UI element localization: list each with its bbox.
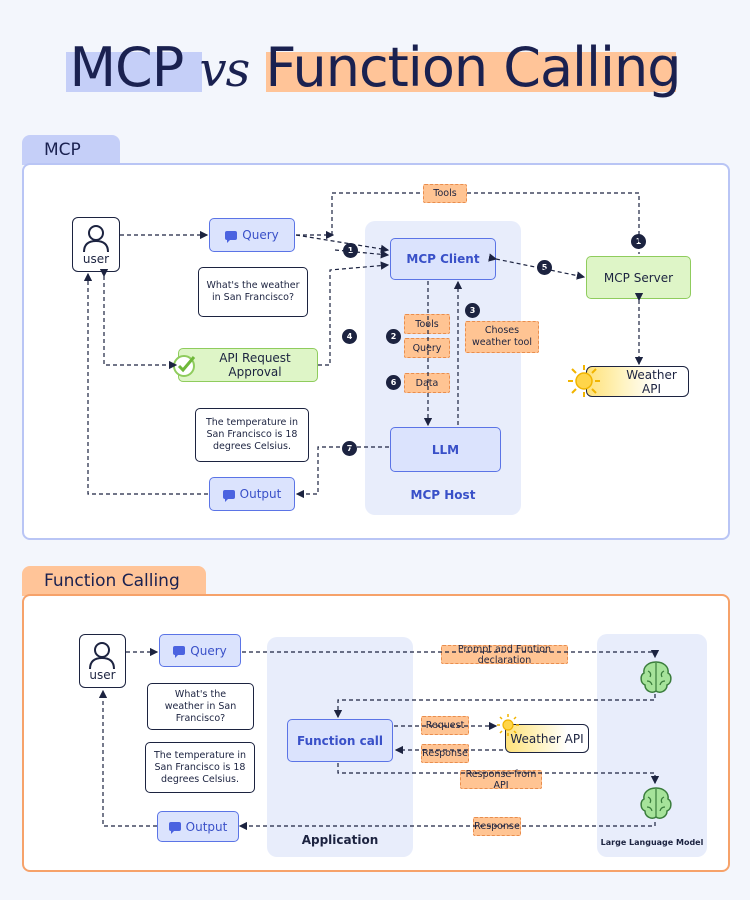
step-1-right: 1 [631, 234, 646, 249]
chat-icon [225, 230, 238, 243]
mcp-host-label: MCP Host [410, 488, 476, 502]
choses-weather-tool-tag: Choses weather tool [465, 321, 539, 353]
brain-icon-top [640, 661, 672, 693]
title-highlight-fc [266, 52, 676, 92]
function-call-box: Function call [287, 719, 393, 762]
fc-query-label: Query [190, 643, 227, 658]
sun-icon [568, 365, 600, 397]
prompt-declaration-tag: Prompt and Funtion declaration [441, 644, 568, 666]
mcp-query-label: Query [242, 228, 279, 242]
fc-answer-bubble: The temperature in San Francisco is 18 d… [145, 742, 255, 793]
step-5: 5 [537, 260, 552, 275]
mcp-tab: MCP [22, 135, 120, 165]
chat-icon [222, 489, 235, 502]
mcp-client-box: MCP Client [390, 238, 496, 280]
chat-icon [168, 822, 181, 834]
fc-weather-api-box: Weather API [505, 724, 589, 753]
check-badge-icon [173, 355, 196, 377]
step-4: 4 [342, 329, 357, 344]
llm-area-label: Large Language Model [600, 838, 704, 847]
mcp-answer-bubble: The temperature in San Francisco is 18 d… [195, 408, 309, 462]
fc-query-bubble: What's the weather in San Francisco? [147, 683, 254, 730]
tools-top-tag: Tools [423, 184, 467, 203]
title-highlight-mcp [66, 52, 202, 92]
data-tag: Data [404, 373, 450, 393]
chat-icon [173, 646, 186, 658]
response-from-api-tag: Response from API [460, 769, 542, 791]
mcp-output-label: Output [239, 487, 282, 501]
request-tag: Request [421, 716, 469, 735]
mcp-query-bubble: What's the weather in San Francisco? [198, 267, 308, 317]
api-approval-label: API Request Approval [219, 351, 291, 379]
fc-query-box: Query [159, 634, 241, 667]
sun-icon [497, 714, 519, 736]
mcp-weather-api-label: Weather API [626, 367, 677, 396]
fc-user-label: user [89, 668, 116, 682]
mcp-user-label: user [82, 252, 110, 266]
mcp-weather-api-box: Weather API [586, 366, 689, 397]
step-3: 3 [465, 303, 480, 318]
application-label: Application [301, 833, 379, 847]
tools-tag: Tools [404, 314, 450, 334]
title-vs: vs [199, 42, 250, 98]
mcp-query-box: Query [209, 218, 295, 252]
fc-weather-api-label: Weather API [510, 731, 584, 746]
user-icon [83, 225, 109, 253]
fc-tab: Function Calling [22, 566, 206, 596]
mcp-output-box: Output [209, 477, 295, 511]
step-1-left: 1 [343, 243, 358, 258]
llm-box: LLM [390, 427, 501, 472]
title-fc: Function Calling [265, 36, 681, 99]
fc-user: user [79, 634, 126, 688]
fc-output-box: Output [157, 811, 239, 842]
brain-icon-bottom [640, 787, 672, 819]
step-6: 6 [386, 375, 401, 390]
mcp-user: user [72, 217, 120, 272]
step-7: 7 [342, 441, 357, 456]
page-title: MCP vs Function Calling [0, 34, 750, 104]
response-bottom-tag: Response [473, 817, 521, 836]
fc-output-label: Output [185, 819, 228, 834]
step-2: 2 [386, 329, 401, 344]
query-tag: Query [404, 338, 450, 358]
title-mcp: MCP [69, 36, 184, 99]
user-icon [89, 642, 115, 670]
mcp-server-box: MCP Server [586, 256, 691, 299]
response-tag: Response [421, 744, 469, 763]
